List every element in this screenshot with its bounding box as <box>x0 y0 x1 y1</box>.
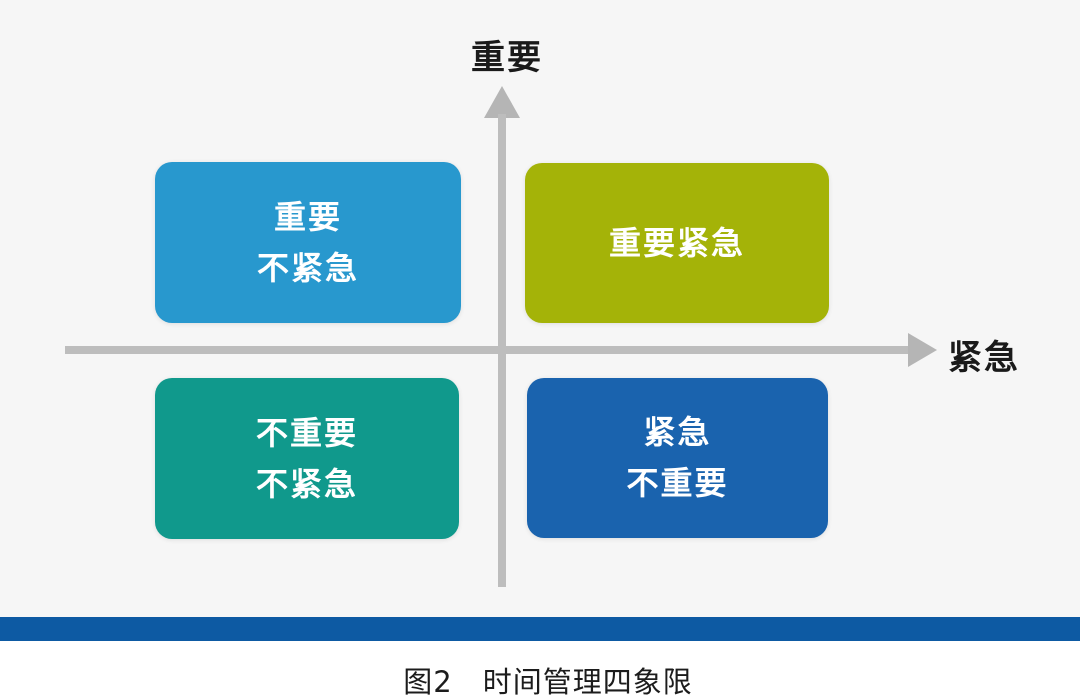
quadrant-urgent-not-important: 紧急 不重要 <box>527 378 844 538</box>
footer-background <box>0 641 1080 699</box>
quadrant-important-not-urgent: 重要 不紧急 <box>155 162 477 323</box>
x-axis-line <box>65 346 911 354</box>
y-axis-label: 重要 <box>471 38 543 78</box>
quadrant-label-line: 紧急 <box>643 413 712 451</box>
quadrant-label-line: 重要紧急 <box>608 223 745 262</box>
quadrant-label-line: 不重要 <box>626 464 729 502</box>
footer-bar <box>0 617 1080 641</box>
quadrant-label-line: 不紧急 <box>255 464 358 503</box>
figure-caption: 图2 时间管理四象限 <box>403 665 693 699</box>
quadrant-label-line: 不紧急 <box>256 248 359 287</box>
arrow-right-icon <box>908 333 937 367</box>
quadrant-important-urgent: 重要紧急 <box>525 163 845 323</box>
quadrant-not-important-not-urgent: 不重要 不紧急 <box>155 378 475 539</box>
quadrant-label-line: 不重要 <box>255 413 358 452</box>
quadrant-label-line: 重要 <box>273 197 342 236</box>
x-axis-label: 紧急 <box>948 338 1020 378</box>
arrow-up-icon <box>484 86 520 118</box>
